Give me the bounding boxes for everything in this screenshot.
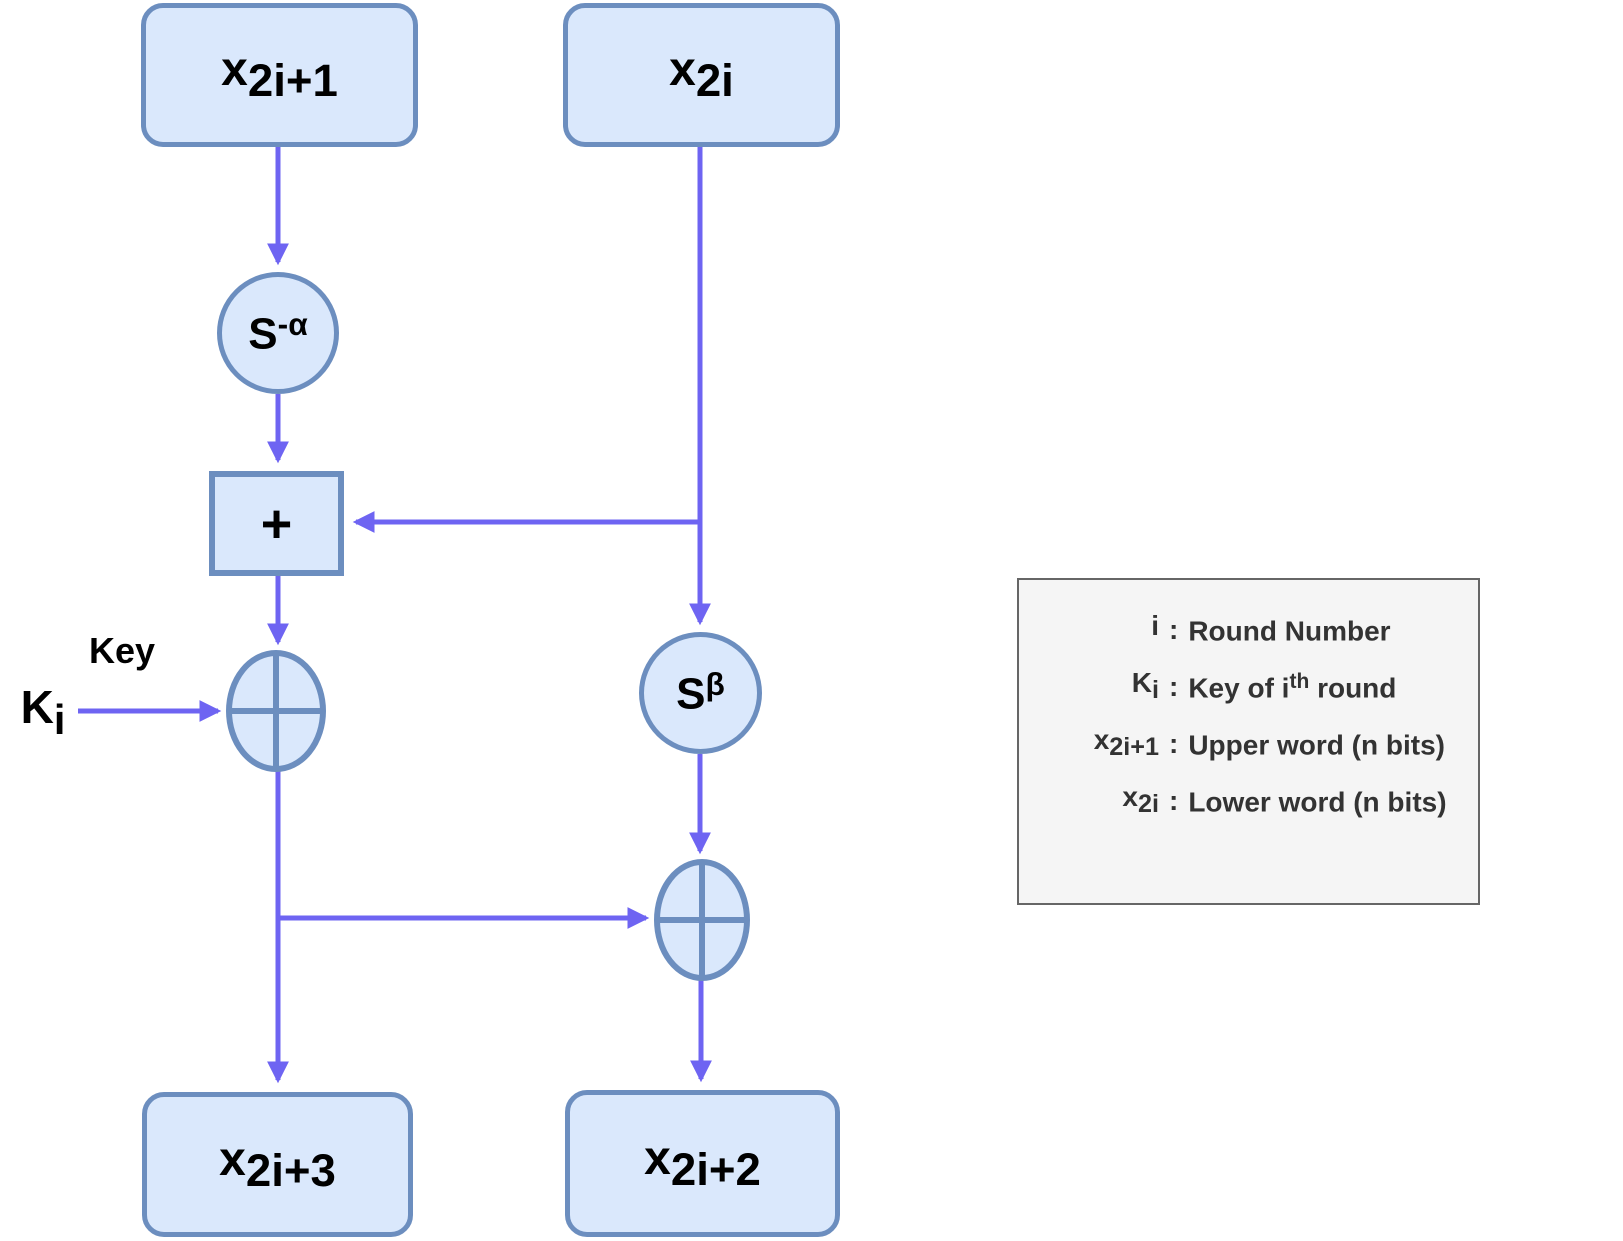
legend-term: i (1151, 610, 1159, 642)
node-out-lower: x2i+2 (565, 1090, 840, 1237)
key-word-label: Key (88, 630, 156, 671)
legend-term: Ki (1131, 667, 1159, 705)
legend-definition: Lower word (n bits) (1188, 786, 1447, 818)
out-lower-label: x2i+2 (644, 1131, 761, 1195)
rotate-beta-label: Sβ (676, 666, 725, 719)
out-upper-label: x2i+3 (219, 1132, 336, 1196)
legend-term: x2i+1 (1093, 724, 1159, 762)
key-symbol-label: Ki (20, 681, 66, 743)
node-out-upper: x2i+3 (142, 1092, 413, 1237)
node-adder: + (209, 471, 344, 576)
legend-row-upper-word: x2i+1 : Upper word (n bits) (1019, 715, 1478, 772)
node-rotate-alpha: S-α (217, 272, 339, 394)
adder-label: + (260, 493, 293, 554)
node-lower-word: x2i (563, 3, 840, 147)
xor-key-node (226, 650, 326, 772)
lower-word-label: x2i (669, 43, 734, 107)
legend-row-lower-word: x2i : Lower word (n bits) (1019, 772, 1478, 829)
legend-colon: : (1169, 727, 1179, 759)
legend-row-key: Ki : Key of ith round (1019, 658, 1478, 715)
legend-term: x2i (1122, 781, 1159, 819)
legend-definition: Round Number (1188, 615, 1391, 647)
legend-colon: : (1169, 784, 1179, 816)
legend-row-round-number: i : Round Number (1019, 601, 1478, 658)
legend-colon: : (1169, 670, 1179, 702)
xor-output-node (654, 859, 750, 981)
legend-definition: Upper word (n bits) (1188, 729, 1445, 761)
node-upper-word: x2i+1 (141, 3, 418, 147)
node-rotate-beta: Sβ (639, 632, 762, 754)
legend-colon: : (1169, 613, 1179, 645)
legend-box: i : Round Number Ki : Key of ith round x… (1017, 578, 1480, 905)
legend-definition: Key of ith round (1188, 669, 1397, 704)
rotate-alpha-label: S-α (248, 306, 308, 359)
upper-word-label: x2i+1 (221, 43, 338, 107)
